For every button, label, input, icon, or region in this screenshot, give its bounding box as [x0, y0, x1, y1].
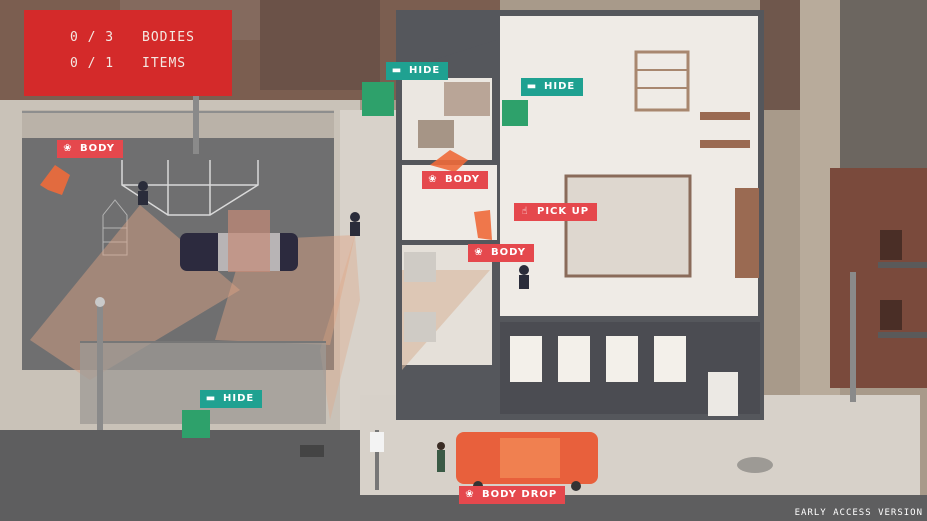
sunglasses-icon: ▬: [391, 65, 403, 76]
hide-marker-gym[interactable]: ▬ HIDE: [521, 78, 584, 96]
items-label: ITEMS: [142, 56, 187, 71]
body-marker-label: BODY: [445, 174, 480, 185]
body-marker-lot[interactable]: ❀ BODY: [57, 140, 123, 158]
hide-marker-label: HIDE: [544, 81, 576, 92]
objectives-panel: 0 / 3 BODIES 0 / 1 ITEMS: [24, 10, 232, 96]
sunglasses-icon: ▬: [205, 393, 217, 404]
person-icon: ❀: [63, 143, 73, 154]
bodies-count: 0 / 3: [70, 30, 115, 45]
early-access-label: EARLY ACCESS VERSION: [794, 508, 923, 518]
hide-marker-street[interactable]: ▬ HIDE: [200, 390, 263, 408]
person-icon: ❀: [474, 247, 484, 258]
body-marker-office[interactable]: ❀ BODY: [422, 171, 488, 189]
hide-marker-label: HIDE: [223, 393, 255, 404]
body-drop-label: BODY DROP: [482, 489, 558, 500]
body-drop-marker[interactable]: ❀ BODY DROP: [459, 486, 566, 504]
bodies-label: BODIES: [142, 30, 195, 45]
pickup-marker-label: PICK UP: [537, 206, 590, 217]
body-marker-gym[interactable]: ❀ BODY: [468, 244, 534, 262]
body-marker-label: BODY: [491, 247, 526, 258]
hide-marker-office[interactable]: ▬ HIDE: [386, 62, 449, 80]
body-marker-label: BODY: [80, 143, 115, 154]
hide-marker-label: HIDE: [409, 65, 441, 76]
person-icon: ❀: [465, 489, 475, 500]
hand-icon: ☝: [521, 206, 529, 217]
pickup-marker[interactable]: ☝ PICK UP: [514, 203, 598, 221]
person-icon: ❀: [428, 174, 438, 185]
items-count: 0 / 1: [70, 56, 115, 71]
sunglasses-icon: ▬: [526, 81, 538, 92]
